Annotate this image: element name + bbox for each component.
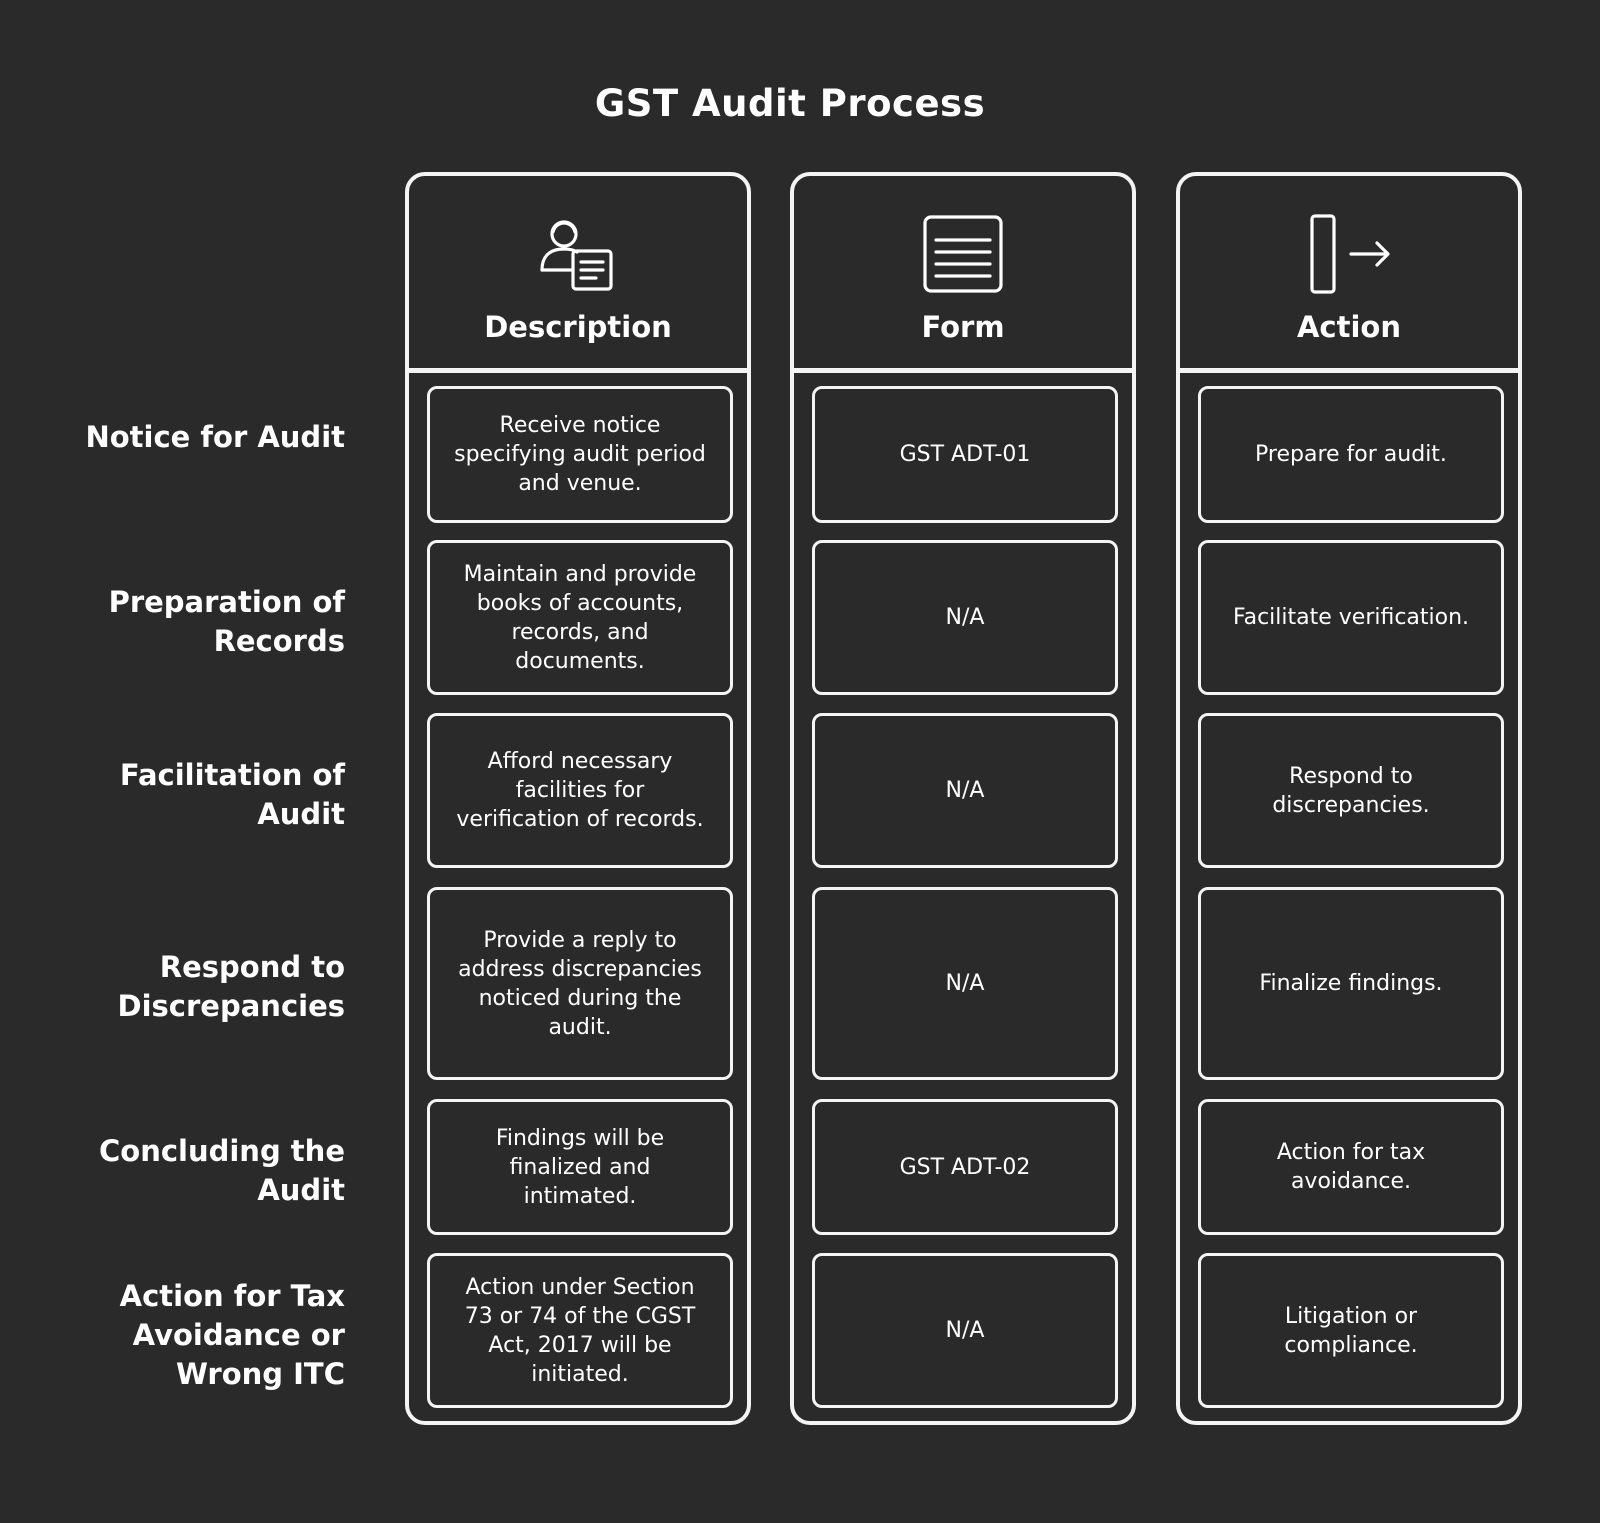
action-cell-notice: Prepare for audit. — [1198, 386, 1504, 523]
form-header: Form — [794, 176, 1132, 373]
description-header: Description — [409, 176, 747, 373]
description-column: Description Receive notice specifying au… — [405, 172, 751, 1425]
form-cell-respond: N/A — [812, 887, 1118, 1080]
description-header-title: Description — [484, 310, 672, 344]
form-cell-facilitation: N/A — [812, 713, 1118, 868]
action-header: Action — [1180, 176, 1518, 373]
row-label-concluding: Concluding the Audit — [98, 1134, 345, 1207]
row-label-respond: Respond to Discrepancies — [117, 950, 345, 1023]
door-exit-arrow-icon — [1310, 214, 1390, 294]
action-cell-respond: Finalize findings. — [1198, 887, 1504, 1080]
action-cell-facilitation: Respond to discrepancies. — [1198, 713, 1504, 868]
person-document-icon — [540, 220, 613, 291]
form-cell-action-tax: N/A — [812, 1253, 1118, 1408]
form-column: Form GST ADT-01 N/A N/A N/A GST ADT-02 N… — [790, 172, 1136, 1425]
action-cell-concluding: Action for tax avoidance. — [1198, 1099, 1504, 1235]
description-cell-respond: Provide a reply to address discrepancies… — [427, 887, 733, 1080]
diagram-title: GST Audit Process — [594, 82, 986, 125]
row-label-notice: Notice for Audit — [85, 420, 345, 454]
description-cell-concluding: Findings will be finalized and intimated… — [427, 1099, 733, 1235]
row-label-action-tax: Action for Tax Avoidance or Wrong ITC — [119, 1279, 345, 1391]
row-label-facilitation: Facilitation of Audit — [119, 758, 345, 831]
form-header-title: Form — [921, 310, 1005, 344]
description-cell-notice: Receive notice specifying audit period a… — [427, 386, 733, 523]
form-cell-notice: GST ADT-01 — [812, 386, 1118, 523]
action-header-title: Action — [1296, 310, 1401, 344]
action-column: Action Prepare for audit. Facilitate ver… — [1176, 172, 1522, 1425]
description-cell-facilitation: Afford necessary facilities for verifica… — [427, 713, 733, 868]
row-label-preparation: Preparation of Records — [108, 585, 345, 658]
action-cell-action-tax: Litigation or compliance. — [1198, 1253, 1504, 1408]
description-cell-preparation: Maintain and provide books of accounts, … — [427, 540, 733, 695]
document-form-icon — [923, 215, 1003, 293]
form-cell-preparation: N/A — [812, 540, 1118, 695]
action-cell-preparation: Facilitate verification. — [1198, 540, 1504, 695]
description-cell-action-tax: Action under Section 73 or 74 of the CGS… — [427, 1253, 733, 1408]
form-cell-concluding: GST ADT-02 — [812, 1099, 1118, 1235]
